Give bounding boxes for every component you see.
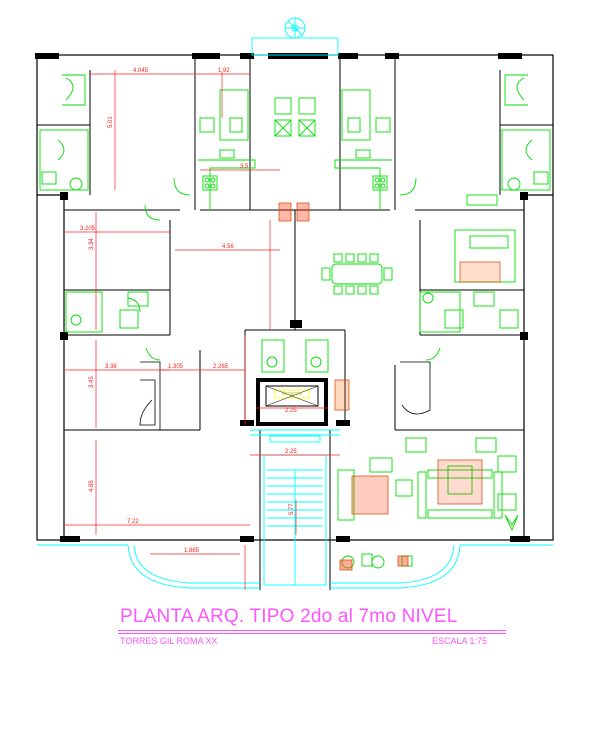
dim-5-77: 5.77 <box>289 503 295 515</box>
elevator-core: Ascensor <box>256 378 328 426</box>
dim-4-85: 4.85 <box>89 480 95 492</box>
dim-3205: 3.205 <box>80 226 96 232</box>
dim-3-38: 3.38 <box>105 364 117 370</box>
title-dot: . <box>503 618 506 628</box>
drawing-scale: ESCALA 1:75 <box>432 636 488 646</box>
dimension-texts: 4.045 5.01 1.92 3.5 3.205 3.34 4.56 3.38… <box>80 68 297 554</box>
dim-4-56: 4.56 <box>222 244 234 250</box>
dim-1-885: 1.885 <box>184 548 200 554</box>
dim-4045: 4.045 <box>133 68 149 74</box>
title-underline <box>118 630 506 631</box>
drawing-title: PLANTA ARQ. TIPO 2do al 7mo NIVEL <box>120 606 458 627</box>
columns <box>35 53 530 542</box>
dim-2265: 2.265 <box>213 364 229 370</box>
cyan-elements <box>37 17 553 589</box>
dim-2-25a: 2.25 <box>285 408 297 414</box>
dim-3-5: 3.5 <box>240 164 249 170</box>
project-name: TORRES GIL ROMA XX <box>120 636 218 646</box>
elevator-label: Ascensor <box>282 391 303 397</box>
dim-1-92: 1.92 <box>218 68 230 74</box>
dim-2-25b: 2.25 <box>285 449 297 455</box>
title-underline-second <box>118 633 506 634</box>
dim-3-45: 3.45 <box>89 376 95 388</box>
dimension-lines <box>64 70 340 590</box>
curved-closets <box>139 361 431 430</box>
hatched-accents <box>278 202 501 571</box>
interior-walls <box>37 55 553 590</box>
dim-7-22: 7.22 <box>127 519 139 525</box>
dim-3-34: 3.34 <box>89 238 95 250</box>
dim-5-01: 5.01 <box>108 116 114 128</box>
dim-1305: 1.305 <box>168 364 184 370</box>
